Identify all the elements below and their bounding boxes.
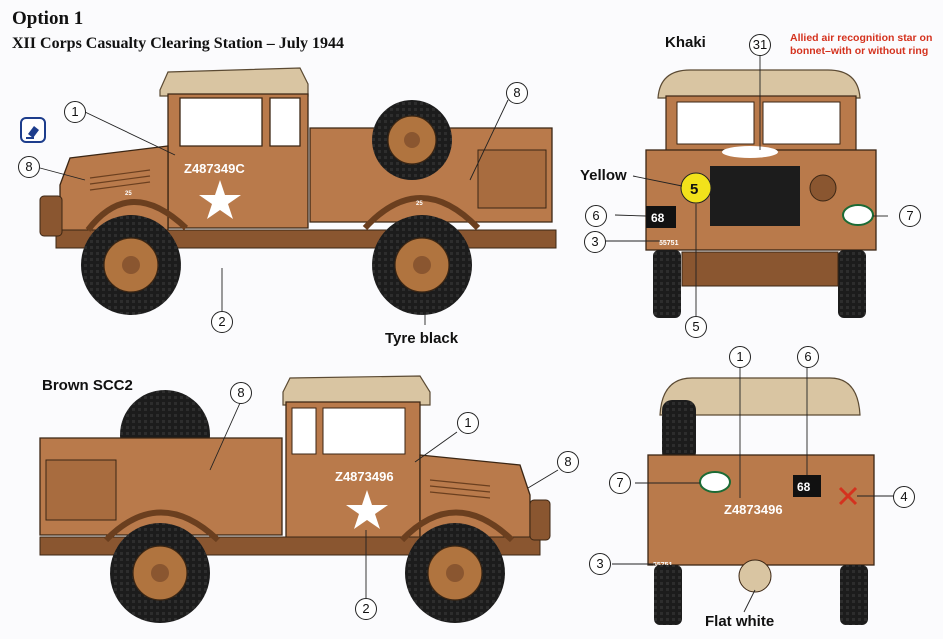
bonnet-star (722, 146, 778, 158)
callout-7: 7 (609, 472, 631, 494)
tac-serial-front: 55751 (659, 240, 679, 247)
unit-serial-text: 68 (651, 211, 665, 225)
callout-2: 2 (211, 311, 233, 333)
callout-31: 31 (749, 34, 771, 56)
rear-view: 68 Z4873496 55751 (647, 377, 875, 625)
canvas-front-top (657, 69, 861, 99)
unit-serial-plate-rear (793, 475, 821, 497)
callout-8: 8 (557, 451, 579, 473)
registration-right-side: Z4873496 (335, 469, 394, 484)
leader-lines (39, 55, 895, 613)
cab-window-rear (269, 97, 301, 147)
red-cross-marking (838, 486, 858, 506)
cab-window (179, 97, 263, 147)
rear-body-panel (647, 454, 875, 566)
callout-5: 5 (685, 316, 707, 338)
page-subtitle: XII Corps Casualty Clearing Station – Ju… (12, 35, 345, 52)
label-yellow: Yellow (580, 167, 627, 184)
side-view-right: Z4873496 (39, 375, 551, 623)
front-bumper (39, 195, 63, 237)
callout-4: 4 (893, 486, 915, 508)
front-view: 5 68 55751 (645, 69, 877, 318)
label-tyre-black: Tyre black (385, 330, 459, 347)
callout-8: 8 (230, 382, 252, 404)
callout-8: 8 (18, 156, 40, 178)
radiator-grille (710, 166, 800, 226)
label-khaki: Khaki (665, 34, 706, 51)
bridge-class-disc (680, 172, 712, 204)
air-star-note: Allied air recognition star on bonnet–wi… (790, 32, 933, 57)
bridge-class-number: 5 (690, 181, 698, 198)
paint-bottle-icon (20, 117, 46, 143)
callout-1: 1 (729, 346, 751, 368)
formation-sign (842, 204, 874, 226)
door-star (199, 180, 241, 219)
callout-6: 6 (585, 205, 607, 227)
label-flat-white: Flat white (705, 613, 775, 630)
callout-3: 3 (589, 553, 611, 575)
registration-left-side: Z487349C (184, 161, 245, 176)
door-star-right (346, 490, 388, 529)
side-view-left: Z487349C 25 25 (39, 67, 557, 315)
callout-1: 1 (457, 412, 479, 434)
formation-sign-rear (699, 471, 731, 493)
unit-serial-rear: 68 (797, 480, 811, 494)
spare-wheel-rear (662, 400, 696, 462)
label-brown-scc2: Brown SCC2 (42, 377, 133, 394)
canvas-cab-top-right (282, 375, 431, 406)
page-title: Option 1 (12, 8, 84, 29)
registration-rear: Z4873496 (724, 502, 783, 517)
callout-3: 3 (584, 231, 606, 253)
unit-serial-plate (646, 206, 676, 228)
rear-locker (477, 149, 547, 209)
callout-8: 8 (506, 82, 528, 104)
callout-6: 6 (797, 346, 819, 368)
callout-2: 2 (355, 598, 377, 620)
wheel-marking-rear: 25 (416, 201, 423, 207)
callout-7: 7 (899, 205, 921, 227)
callout-1: 1 (64, 101, 86, 123)
wheel-marking: 25 (125, 191, 132, 197)
canvas-cab-top (159, 67, 309, 97)
